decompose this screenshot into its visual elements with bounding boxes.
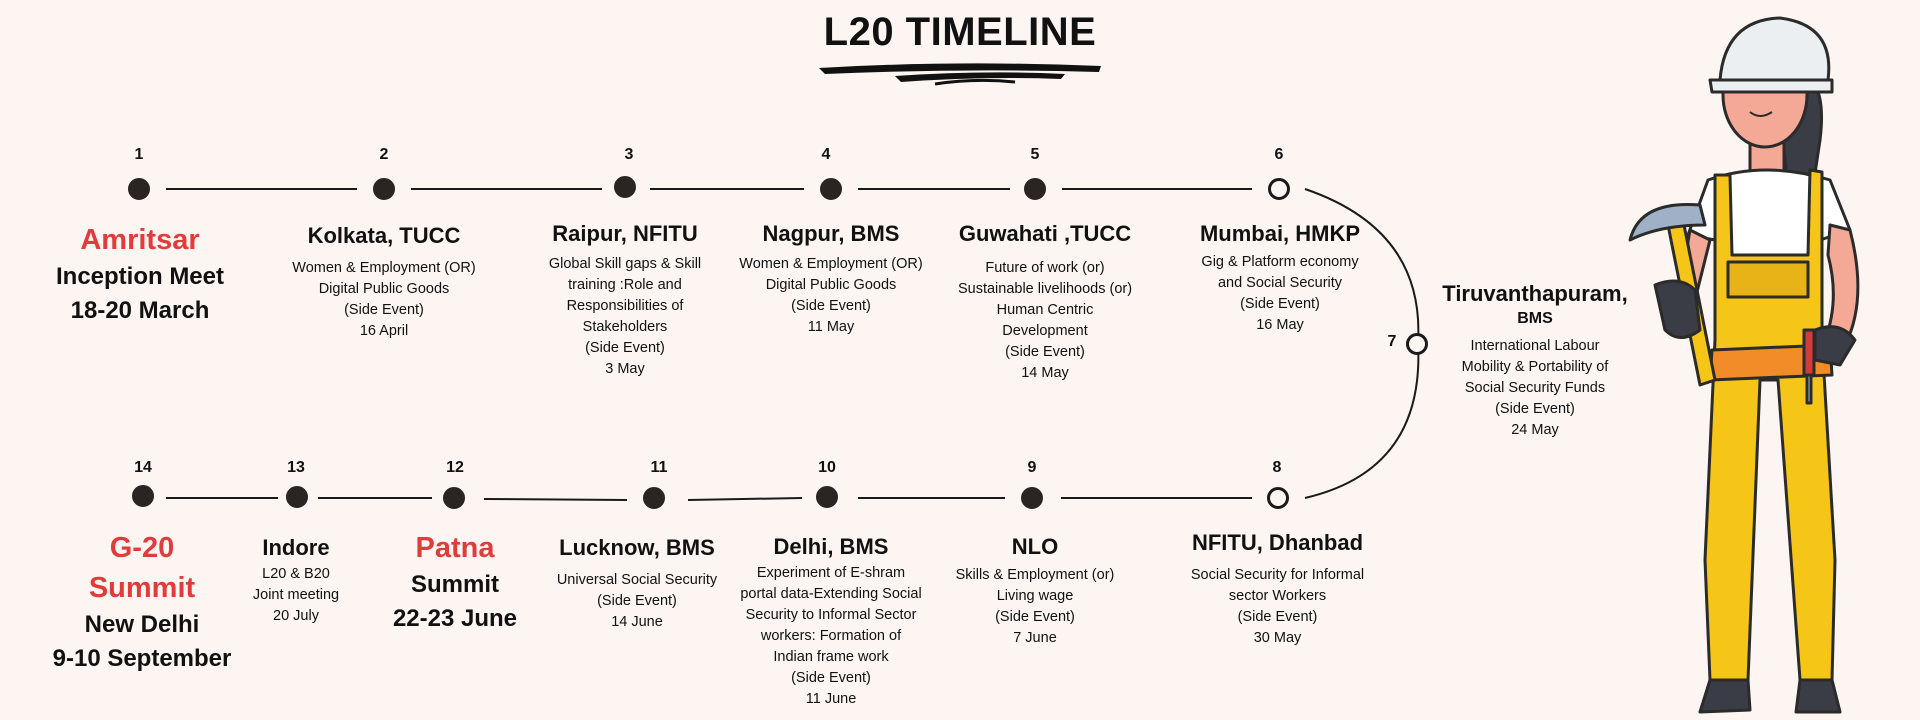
event-6: Mumbai, HMKP Gig & Platform economy and …: [1170, 220, 1390, 336]
event-13: Indore L20 & B20 Joint meeting 20 July: [216, 534, 376, 627]
event-date: 22-23 June: [392, 605, 518, 632]
event-7: Tiruvanthapuram, BMS International Labou…: [1425, 280, 1645, 441]
event-number: 2: [379, 146, 389, 163]
event-number: 13: [287, 459, 305, 476]
event-4: Nagpur, BMS Women & Employment (OR) Digi…: [721, 220, 941, 338]
event-number: 14: [134, 459, 152, 476]
event-10: Delhi, BMS Experiment of E-shram portal …: [721, 533, 941, 710]
event-description: Women & Employment (OR) Digital Public G…: [292, 260, 476, 339]
timeline-dot: [816, 486, 838, 508]
title-underline-brush: [819, 63, 1101, 86]
event-city: Kolkata, TUCC: [307, 223, 461, 248]
event-number: 11: [650, 459, 668, 476]
event-number: 1: [134, 146, 144, 163]
event-description: L20 & B20 Joint meeting 20 July: [252, 566, 340, 624]
event-description: Universal Social Security (Side Event) 1…: [556, 572, 718, 630]
event-number: 5: [1030, 146, 1040, 163]
event-5: Guwahati ,TUCC Future of work (or) Susta…: [935, 220, 1155, 384]
event-description: Skills & Employment (or) Living wage (Si…: [955, 567, 1115, 646]
event-9: NLO Skills & Employment (or) Living wage…: [925, 533, 1145, 649]
event-14: G-20 Summit New Delhi 9-10 September: [22, 528, 262, 676]
event-number: 8: [1272, 459, 1282, 476]
event-name: New Delhi: [84, 611, 200, 638]
event-number: 3: [624, 146, 634, 163]
event-number: 10: [818, 459, 836, 476]
event-name: Inception Meet: [55, 263, 224, 290]
event-org: BMS: [1517, 310, 1553, 327]
event-number: 12: [446, 459, 464, 476]
page-title: L20 TIMELINE: [823, 10, 1097, 54]
timeline-dot-open: [1268, 178, 1290, 200]
event-description: International Labour Mobility & Portabil…: [1461, 338, 1609, 438]
event-2: Kolkata, TUCC Women & Employment (OR) Di…: [264, 222, 504, 342]
timeline-dot: [1024, 178, 1046, 200]
event-city: NFITU, Dhanbad: [1191, 530, 1364, 555]
event-city: Raipur, NFITU: [552, 221, 698, 246]
event-description: Future of work (or) Sustainable liveliho…: [957, 260, 1133, 381]
event-number: 9: [1027, 459, 1037, 476]
event-description: Experiment of E-shram portal data-Extend…: [740, 565, 922, 707]
event-description: Women & Employment (OR) Digital Public G…: [739, 256, 923, 335]
event-city: Mumbai, HMKP: [1199, 221, 1361, 246]
event-description: Global Skill gaps & Skill training :Role…: [548, 256, 702, 377]
event-8: NFITU, Dhanbad Social Security for Infor…: [1165, 529, 1390, 649]
timeline-dot: [820, 178, 842, 200]
event-description: Social Security for Informal sector Work…: [1190, 567, 1365, 646]
event-city: Amritsar: [80, 224, 200, 256]
event-city: Tiruvanthapuram,: [1442, 281, 1628, 306]
timeline-dot: [614, 176, 636, 198]
event-city: NLO: [1011, 534, 1059, 559]
timeline-dot-open: [1406, 333, 1428, 355]
event-city: G-20 Summit: [88, 532, 196, 604]
event-11: Lucknow, BMS Universal Social Security (…: [527, 534, 747, 633]
timeline-dot: [1021, 487, 1043, 509]
event-city: Delhi, BMS: [773, 534, 889, 559]
construction-worker-illustration: [1628, 16, 1860, 714]
timeline-dot: [132, 485, 154, 507]
event-city: Patna: [415, 532, 495, 564]
event-3: Raipur, NFITU Global Skill gaps & Skill …: [515, 220, 735, 380]
timeline-dot: [373, 178, 395, 200]
event-number: 6: [1274, 146, 1284, 163]
timeline-dot: [643, 487, 665, 509]
timeline-dot: [443, 487, 465, 509]
event-city: Lucknow, BMS: [559, 535, 715, 560]
timeline-dot: [128, 178, 150, 200]
event-number: 7: [1387, 333, 1397, 350]
event-date: 9-10 September: [52, 645, 232, 672]
event-name: Summit: [410, 571, 499, 598]
event-number: 4: [821, 146, 831, 163]
timeline-dot-open: [1267, 487, 1289, 509]
event-12: Patna Summit 22-23 June: [355, 528, 555, 636]
event-date: 18-20 March: [70, 297, 210, 324]
timeline-dot: [286, 486, 308, 508]
event-description: Gig & Platform economy and Social Securi…: [1201, 254, 1359, 333]
event-1: Amritsar Inception Meet 18-20 March: [20, 220, 260, 328]
event-city: Nagpur, BMS: [762, 221, 900, 246]
event-city: Guwahati ,TUCC: [958, 221, 1132, 246]
event-city: Indore: [262, 535, 330, 560]
